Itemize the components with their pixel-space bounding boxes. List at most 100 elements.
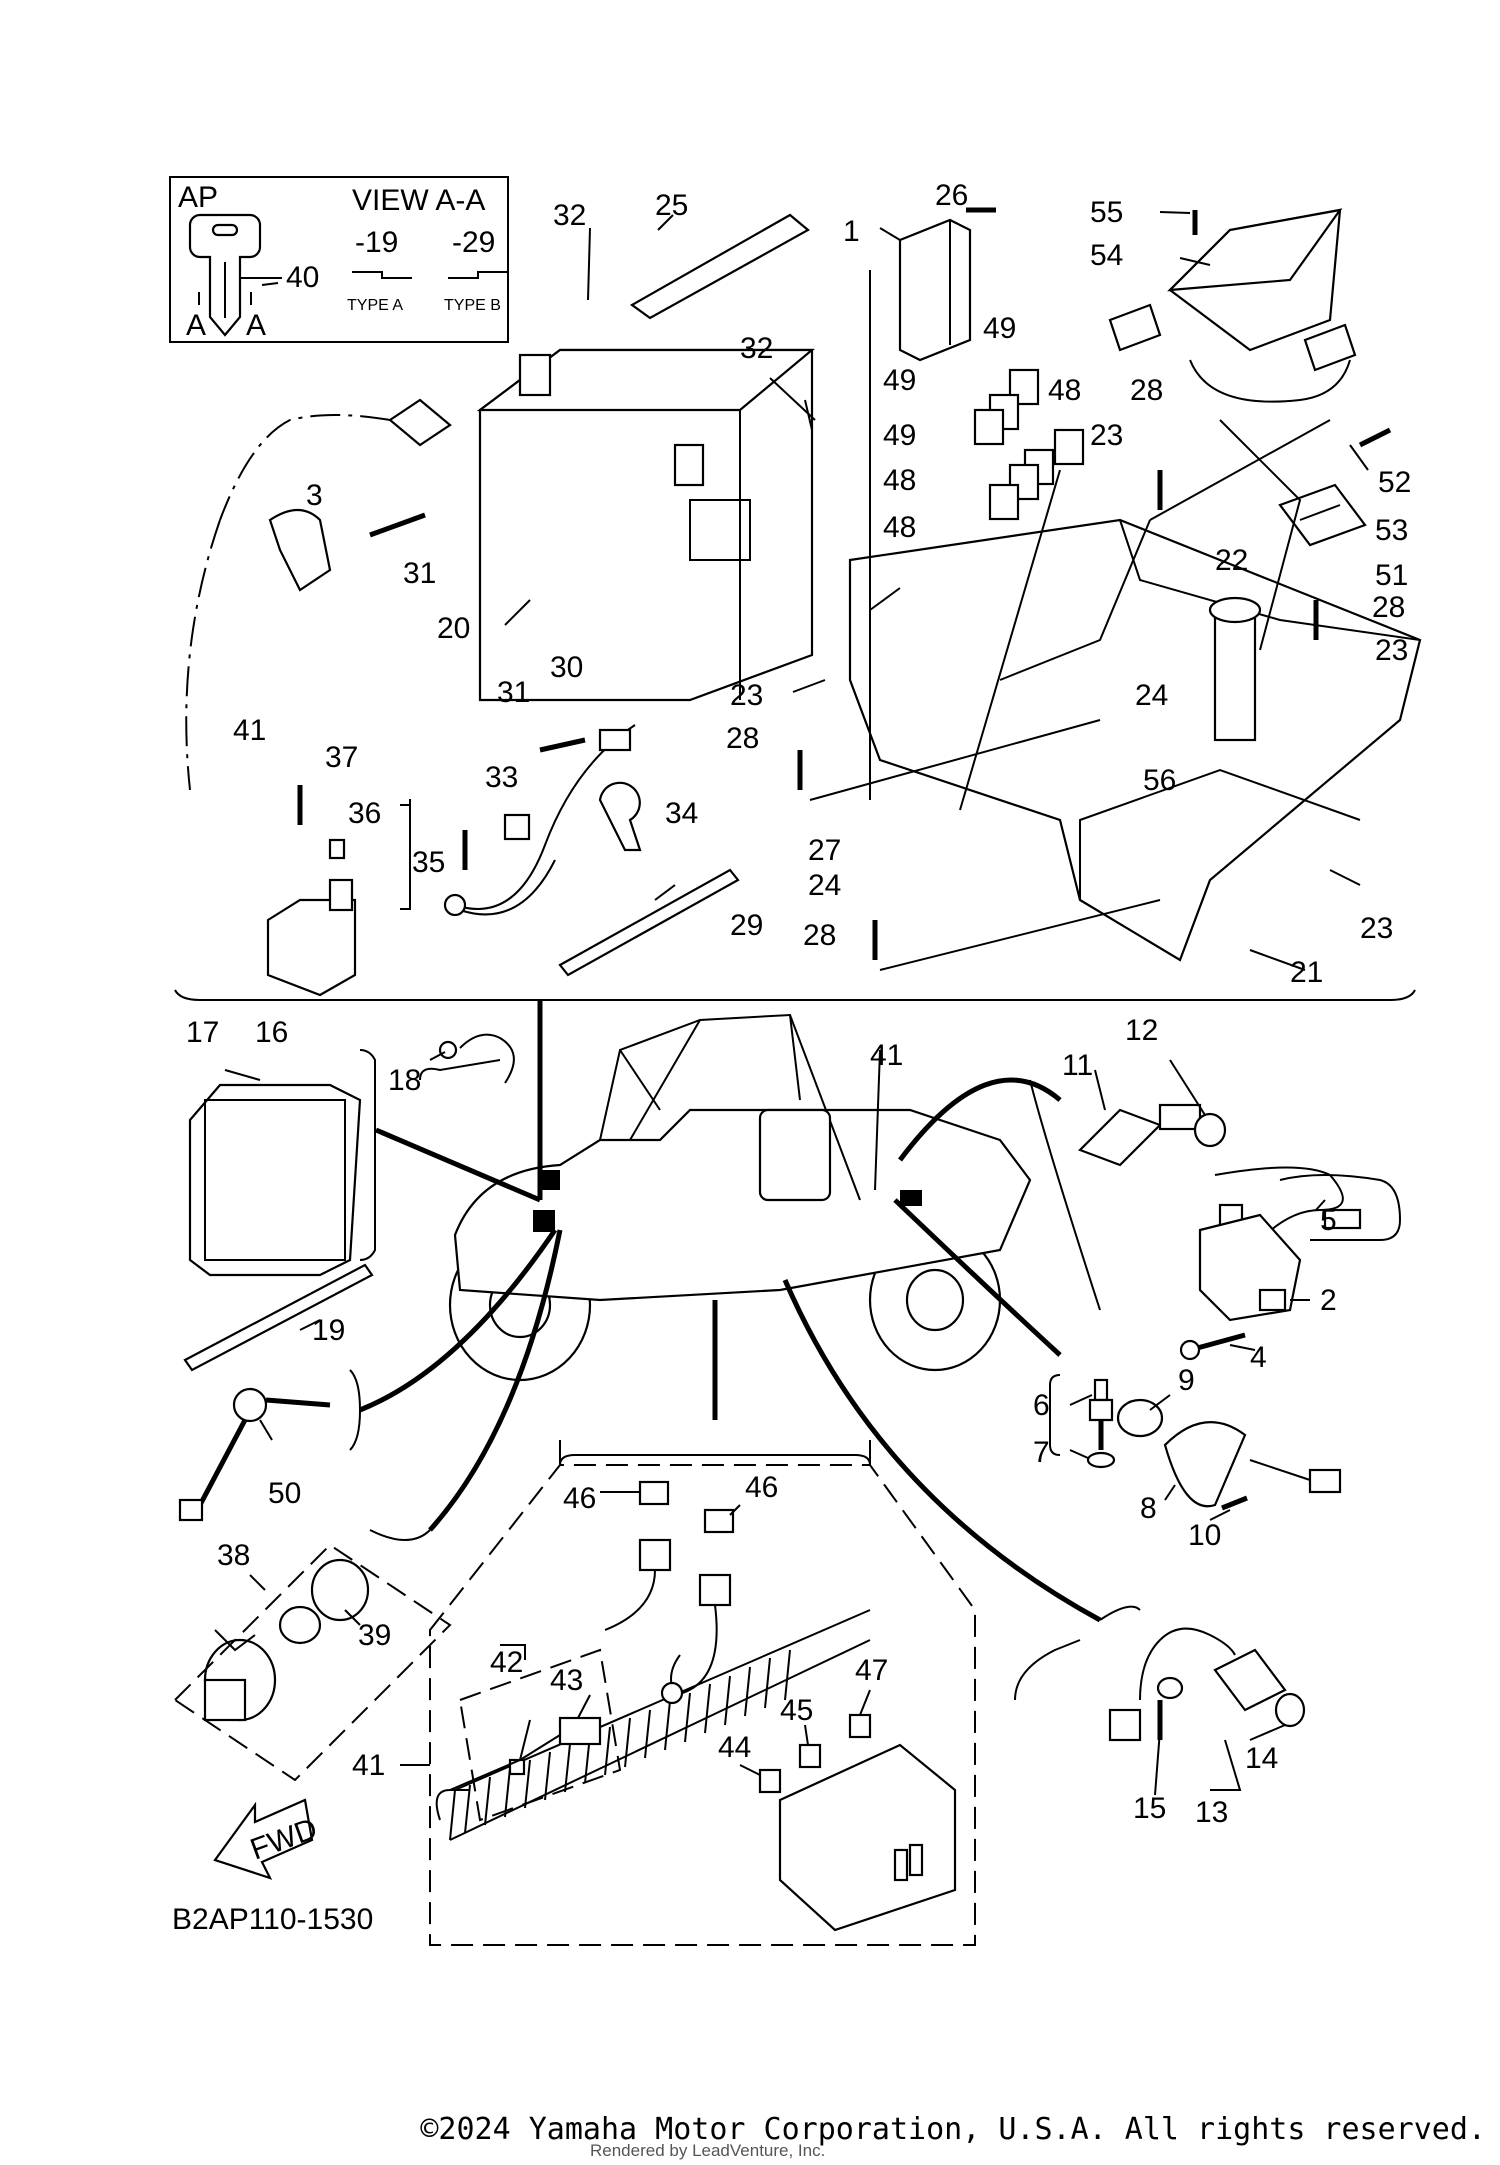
callout-53: 53 <box>1375 514 1408 547</box>
battery <box>476 348 816 702</box>
neutral-switch <box>173 1543 452 1782</box>
cable-tie <box>558 868 740 977</box>
callout-34: 34 <box>665 797 698 830</box>
callout-41c: 41 <box>352 1749 385 1782</box>
clip <box>268 508 332 592</box>
leader-lines-top <box>261 211 1369 971</box>
callout-23c: 23 <box>730 679 763 712</box>
callout-28b: 28 <box>1372 591 1405 624</box>
callout-18: 18 <box>388 1064 421 1097</box>
callout-31b: 31 <box>497 676 530 709</box>
callout-26: 26 <box>935 179 968 212</box>
starter-relay <box>266 838 357 997</box>
callout-40: 40 <box>286 261 319 294</box>
callout-46a: 46 <box>563 1482 596 1515</box>
section-mark-left: A <box>186 309 206 342</box>
callout-56: 56 <box>1143 764 1176 797</box>
callout-27: 27 <box>808 834 841 867</box>
callout-44: 44 <box>718 1731 751 1764</box>
callout-11: 11 <box>1062 1049 1093 1082</box>
callout-24b: 24 <box>808 869 841 902</box>
thermo-switch <box>1029 1079 1227 1311</box>
callout-9: 9 <box>1178 1364 1195 1397</box>
callout-49c: 49 <box>883 419 916 452</box>
callout-49a: 49 <box>983 312 1016 345</box>
callout-22: 22 <box>1215 544 1248 577</box>
callout-23a: 23 <box>1090 419 1123 452</box>
crank-sensor <box>1014 1627 1306 1742</box>
battery-harness <box>443 724 636 917</box>
callout-55: 55 <box>1090 196 1123 229</box>
ecu-unit <box>1108 208 1357 403</box>
inset-code: AP <box>178 181 218 214</box>
callout-16: 16 <box>255 1016 288 1049</box>
leader-lines-lower <box>214 1049 1326 1796</box>
callout-38: 38 <box>217 1539 250 1572</box>
callout-23d: 23 <box>1360 912 1393 945</box>
battery-tray <box>848 518 1422 962</box>
callout-15: 15 <box>1133 1792 1166 1825</box>
callout-6: 6 <box>1033 1389 1050 1422</box>
callout-52: 52 <box>1378 466 1411 499</box>
clamp-band <box>598 781 642 852</box>
key-icon <box>188 213 262 337</box>
callout-42: 42 <box>490 1646 523 1679</box>
callout-37: 37 <box>325 741 358 774</box>
callout-32b: 32 <box>740 332 773 365</box>
bolts <box>297 207 1392 960</box>
pressure-sensor <box>1086 1378 1116 1469</box>
callout-28c: 28 <box>726 722 759 755</box>
callout-24a: 24 <box>1135 679 1168 712</box>
inset-type-a-label: TYPE A <box>347 297 403 314</box>
callout-48b: 48 <box>883 464 916 497</box>
callout-33: 33 <box>485 761 518 794</box>
callout-30: 30 <box>550 651 583 684</box>
callout-labels: 1 2 3 4 5 6 7 8 9 10 11 12 13 14 15 16 1… <box>186 179 1411 1829</box>
inset-type-a-code: -19 <box>355 226 398 259</box>
cable-tie-lower <box>183 1263 374 1372</box>
inset-type-b-label: TYPE B <box>444 297 501 314</box>
callout-28a: 28 <box>1130 374 1163 407</box>
callout-51: 51 <box>1375 559 1408 592</box>
callout-46b: 46 <box>745 1471 778 1504</box>
section-divider <box>174 989 1416 1001</box>
relay-cluster <box>973 368 1085 521</box>
harness-leaders <box>359 1000 1141 1623</box>
callout-5: 5 <box>1320 1204 1337 1237</box>
callout-20: 20 <box>437 612 470 645</box>
callout-48a: 48 <box>1048 374 1081 407</box>
callout-12: 12 <box>1125 1014 1158 1047</box>
callout-8: 8 <box>1140 1492 1157 1525</box>
callout-31a: 31 <box>403 557 436 590</box>
callout-7: 7 <box>1033 1436 1050 1469</box>
battery-strap <box>629 213 810 320</box>
callout-47: 47 <box>855 1654 888 1687</box>
cdi-unit <box>188 1049 376 1277</box>
callout-14: 14 <box>1245 1742 1278 1775</box>
callout-25: 25 <box>655 189 688 222</box>
callout-19: 19 <box>312 1314 345 1347</box>
routing-lines-top <box>809 270 1331 971</box>
fwd-arrow-icon: FWD <box>213 1798 322 1880</box>
callout-28d: 28 <box>803 919 836 952</box>
lever-sensor <box>178 1369 362 1522</box>
speed-sensor <box>1049 1374 1342 1511</box>
copyright-notice: ©2024 Yamaha Motor Corporation, U.S.A. A… <box>420 2112 1486 2147</box>
section-mark-right: A <box>246 309 266 342</box>
sensor-unit <box>1278 483 1367 547</box>
callout-32a: 32 <box>553 199 586 232</box>
callout-4: 4 <box>1250 1341 1267 1374</box>
inset-view-title: VIEW A-A <box>352 184 485 217</box>
vehicle-silhouette <box>448 1013 1032 1382</box>
callout-48c: 48 <box>883 511 916 544</box>
callout-36: 36 <box>348 797 381 830</box>
callout-49b: 49 <box>883 364 916 397</box>
callout-13: 13 <box>1195 1796 1228 1829</box>
rendered-by-credit: Rendered by LeadVenture, Inc. <box>590 2141 826 2160</box>
callout-10: 10 <box>1188 1519 1221 1552</box>
view-inset: AP VIEW A-A -19 -29 TYPE A TYPE B A A <box>169 176 509 343</box>
callout-41b: 41 <box>870 1039 903 1072</box>
callout-43: 43 <box>550 1664 583 1697</box>
callout-17: 17 <box>186 1016 219 1049</box>
